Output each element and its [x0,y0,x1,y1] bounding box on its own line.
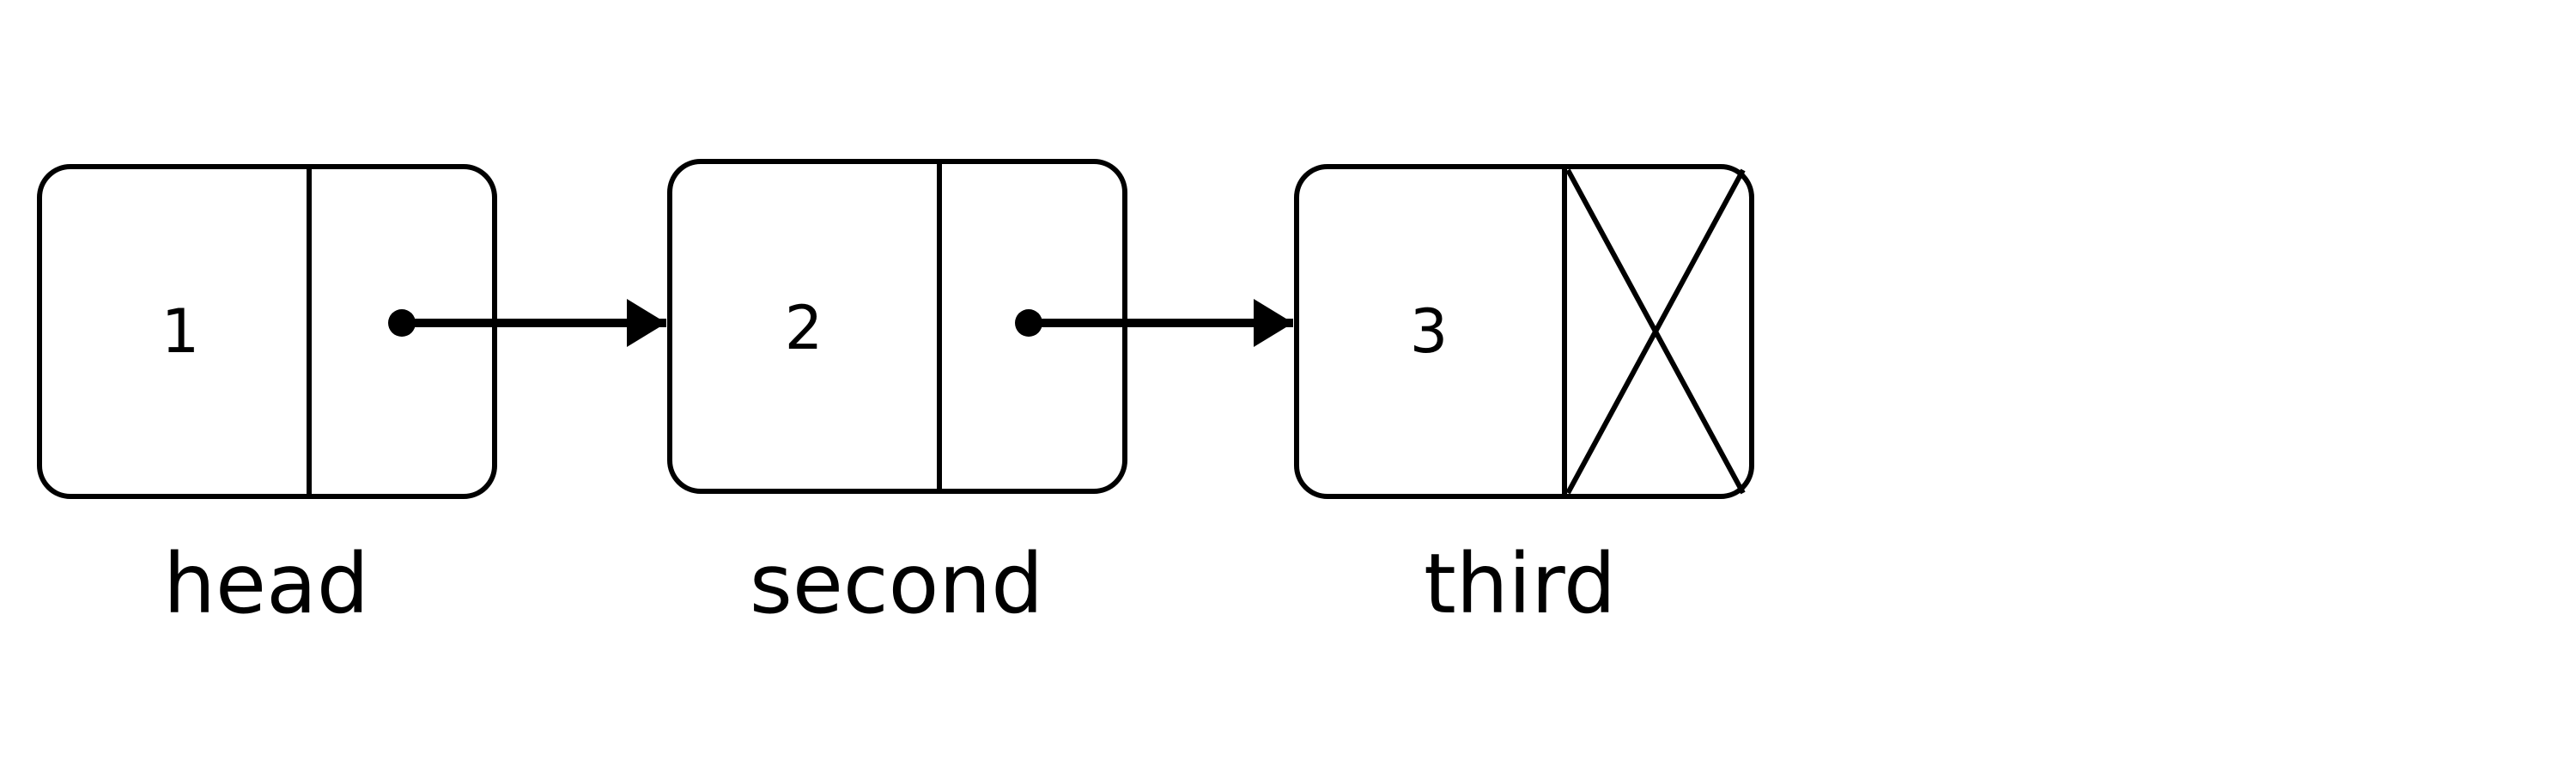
node-second-label: second [750,536,1043,632]
node-head-label: head [163,536,369,632]
null-pointer-cross-icon [1565,168,1746,495]
node-head-box [37,164,497,499]
pointer-arrow-second-to-third [1029,299,1293,347]
node-third: 3 third [1294,164,1754,632]
node-second-value: 2 [785,293,823,363]
node-third-label: third [1424,536,1616,632]
node-second: 2 second [667,159,1127,632]
node-third-value: 3 [1410,296,1449,367]
arrowhead-icon [627,299,666,347]
node-head: 1 head [37,164,497,632]
node-third-box [1294,164,1754,499]
arrowhead-icon [1254,299,1293,347]
node-head-value: 1 [161,296,200,367]
pointer-arrow-head-to-second [402,299,666,347]
